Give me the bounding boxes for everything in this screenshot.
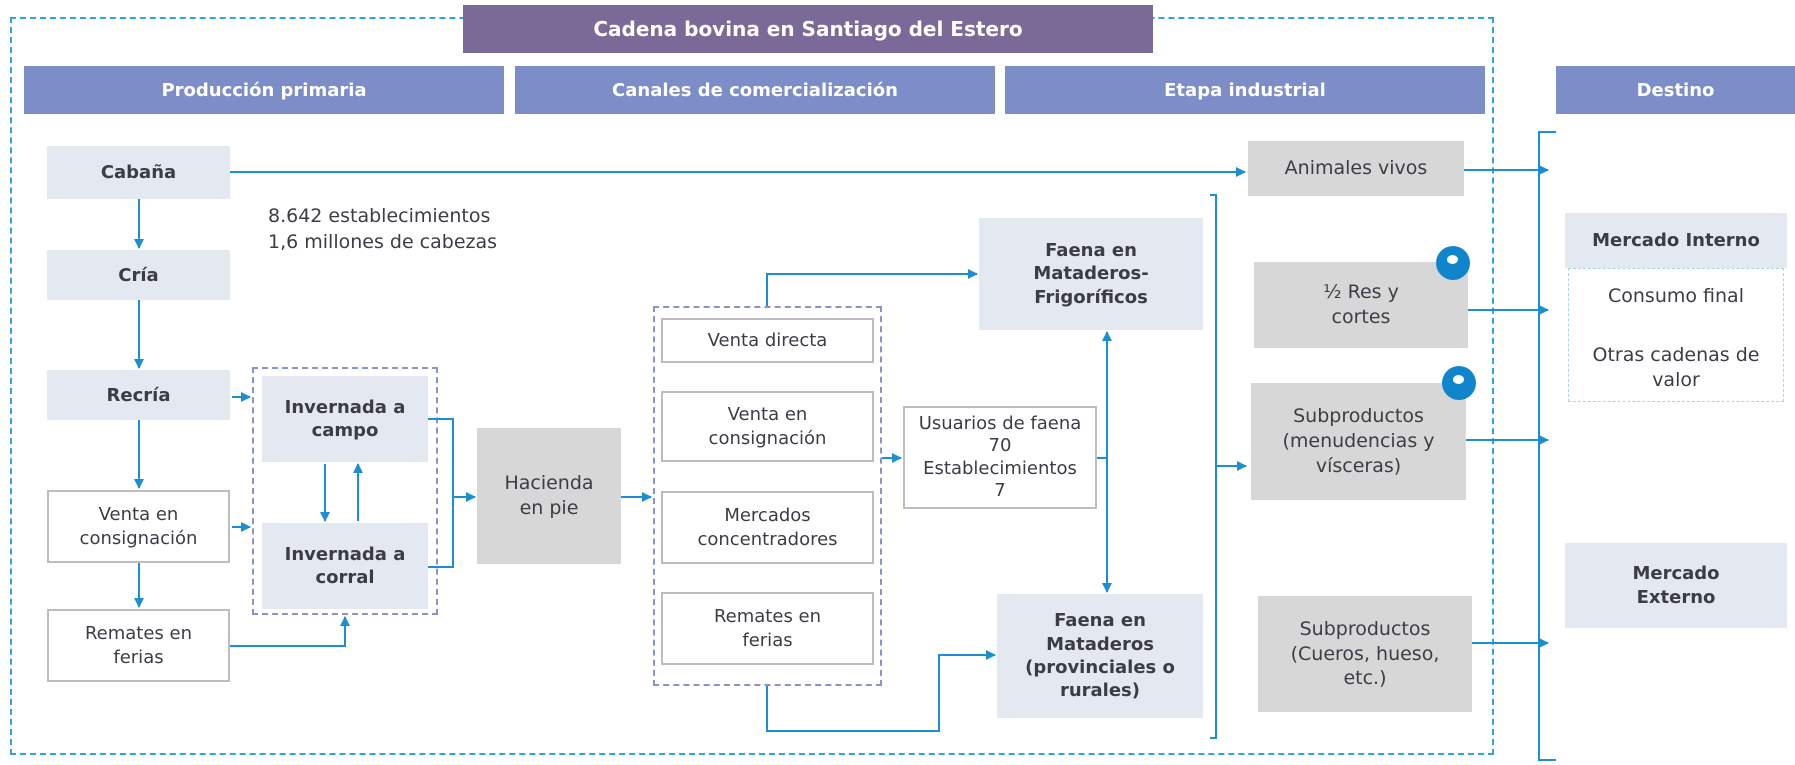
- establecimientos-label: Establecimientos: [923, 457, 1077, 479]
- consumo-final-label: Consumo final: [1608, 285, 1744, 307]
- subproductos-menudencias-box: Subproductos (menudencias y vísceras): [1251, 383, 1466, 500]
- usuarios-label: Usuarios de faena: [918, 412, 1082, 434]
- header-destination: Destino: [1556, 66, 1795, 114]
- header-industrial-stage: Etapa industrial: [1005, 66, 1485, 114]
- header-commercial-channels: Canales de comercialización: [515, 66, 995, 114]
- mercado-interno-box: Mercado Interno: [1565, 213, 1787, 268]
- cria-box: Cría: [47, 250, 230, 300]
- diagram-title: Cadena bovina en Santiago del Estero: [463, 5, 1153, 53]
- bracket-industrial: [1210, 194, 1217, 739]
- invernada-group: [252, 367, 438, 615]
- invernada-corral-box: Invernada a corral: [262, 523, 428, 609]
- usuarios-count: 70: [988, 435, 1012, 456]
- otras-cadenas-label: Otras cadenas de valor: [1592, 344, 1760, 391]
- bracket-destination: [1538, 131, 1556, 761]
- faena-frigorificos-box: Faena en Mataderos-Frigoríficos: [979, 218, 1203, 330]
- recria-box: Recría: [47, 370, 230, 420]
- header-primary-production: Producción primaria: [24, 66, 504, 114]
- channel-remates-ferias-box: Remates en ferias: [661, 592, 874, 665]
- usuarios-faena-box: Usuarios de faena 70 Establecimientos 7: [903, 406, 1097, 509]
- media-res-cortes-box: ½ Res y cortes: [1254, 262, 1468, 348]
- mercado-externo-box: Mercado Externo: [1565, 543, 1787, 628]
- subproductos-cueros-box: Subproductos (Cueros, hueso, etc.): [1258, 596, 1472, 712]
- arrow-channels-frigorificos: [766, 269, 978, 306]
- channels-group: [653, 306, 882, 686]
- arrow-remates-invernada: [230, 616, 350, 647]
- remates-ferias-box: Remates en ferias: [47, 609, 230, 682]
- venta-directa-box: Venta directa: [661, 318, 874, 363]
- venta-consignacion-box: Venta en consignación: [47, 490, 230, 563]
- arrow-channels-mataderos: [766, 650, 996, 732]
- mercados-concentradores-box: Mercados concentradores: [661, 491, 874, 564]
- faena-mataderos-box: Faena en Mataderos (provinciales o rural…: [997, 594, 1203, 718]
- location-pin-icon: [1442, 366, 1476, 400]
- invernada-campo-box: Invernada a campo: [262, 376, 428, 462]
- establishments-stat: 8.642 establecimientos: [268, 205, 491, 227]
- establecimientos-count: 7: [994, 480, 1006, 501]
- hacienda-en-pie-box: Hacienda en pie: [477, 428, 621, 564]
- bracket-invernadas: [428, 418, 454, 568]
- cabana-box: Cabaña: [47, 146, 230, 199]
- mercado-interno-details: [1568, 268, 1784, 402]
- channel-venta-consignacion-box: Venta en consignación: [661, 391, 874, 462]
- animales-vivos-box: Animales vivos: [1248, 141, 1464, 196]
- location-pin-icon: [1436, 246, 1470, 280]
- heads-stat: 1,6 millones de cabezas: [268, 231, 498, 253]
